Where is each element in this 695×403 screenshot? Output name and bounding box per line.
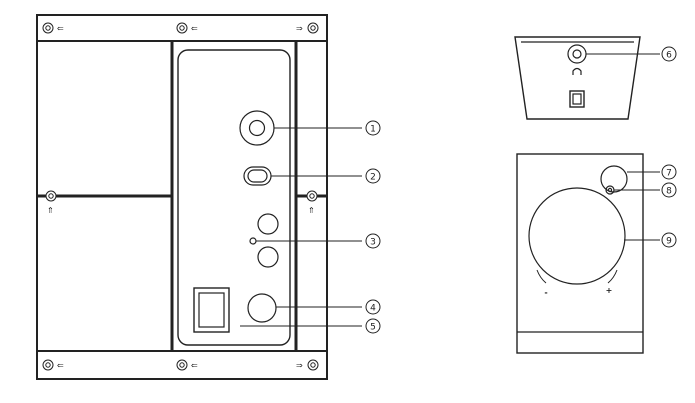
headphone-jack[interactable] bbox=[567, 44, 587, 64]
arrow-up-icon: ⇑ bbox=[47, 206, 54, 215]
power-switch-icon[interactable] bbox=[193, 287, 230, 333]
arrow-left-icon: ⇐ bbox=[191, 24, 198, 33]
front-view-body bbox=[516, 153, 644, 354]
callout-label: 6 bbox=[666, 51, 672, 61]
screw-icon bbox=[176, 22, 188, 34]
top-view-body bbox=[514, 36, 641, 120]
headphone-icon bbox=[572, 67, 582, 75]
arrow-right-icon: ⇒ bbox=[296, 24, 303, 33]
volume-plus-label: + bbox=[606, 286, 613, 295]
screw-icon bbox=[42, 359, 54, 371]
volume-arc-left bbox=[536, 269, 547, 284]
screw-icon bbox=[307, 359, 319, 371]
callout-badge: 8 bbox=[661, 182, 677, 198]
callout-label: 7 bbox=[666, 169, 672, 179]
callout-label: 9 bbox=[666, 237, 672, 247]
top-view bbox=[514, 36, 641, 120]
screw-icon bbox=[176, 359, 188, 371]
volume-minus-label: - bbox=[544, 288, 547, 297]
callout-label: 5 bbox=[370, 323, 376, 333]
control-plate bbox=[177, 49, 291, 346]
top-mount-bar bbox=[36, 14, 328, 42]
back-control-1[interactable] bbox=[239, 110, 275, 146]
screw-icon bbox=[42, 22, 54, 34]
back-controls bbox=[193, 110, 279, 333]
callout-label: 1 bbox=[370, 125, 376, 135]
callout-label: 4 bbox=[370, 304, 376, 314]
callout-badges: 1 2 3 4 5 6 7 8 bbox=[365, 46, 677, 334]
bottom-mount-bar bbox=[36, 350, 328, 380]
screw-icon bbox=[307, 22, 319, 34]
callout-badge: 5 bbox=[365, 318, 381, 334]
callout-badge: 3 bbox=[365, 233, 381, 249]
callout-badge: 4 bbox=[365, 299, 381, 315]
arrow-left-icon: ⇐ bbox=[57, 361, 64, 370]
callout-badge: 1 bbox=[365, 120, 381, 136]
screw-icon bbox=[45, 190, 57, 202]
arrow-up-icon: ⇑ bbox=[308, 206, 315, 215]
callout-badge: 9 bbox=[661, 232, 677, 248]
back-jacks[interactable] bbox=[249, 213, 279, 268]
screw-icon bbox=[306, 190, 318, 202]
front-view bbox=[516, 153, 644, 354]
callout-badge: 7 bbox=[661, 164, 677, 180]
callout-badge: 6 bbox=[661, 46, 677, 62]
volume-knob[interactable] bbox=[528, 187, 626, 285]
top-view-switch[interactable] bbox=[569, 90, 585, 108]
mount-arrows: ⇐ ⇐ ⇒ ⇐ ⇐ ⇒ ⇑ ⇑ bbox=[47, 24, 315, 370]
back-control-2[interactable] bbox=[243, 166, 272, 186]
leader-lines bbox=[240, 53, 660, 327]
arrow-right-icon: ⇒ bbox=[296, 361, 303, 370]
callout-label: 3 bbox=[370, 238, 376, 248]
back-panel bbox=[36, 14, 328, 380]
volume-arc-right bbox=[607, 269, 618, 284]
callout-label: 8 bbox=[666, 187, 672, 197]
callout-badge: 2 bbox=[365, 168, 381, 184]
mount-screws bbox=[42, 22, 319, 371]
arrow-left-icon: ⇐ bbox=[57, 24, 64, 33]
callout-label: 2 bbox=[370, 173, 376, 183]
arrow-left-icon: ⇐ bbox=[191, 361, 198, 370]
back-control-4[interactable] bbox=[247, 293, 277, 323]
